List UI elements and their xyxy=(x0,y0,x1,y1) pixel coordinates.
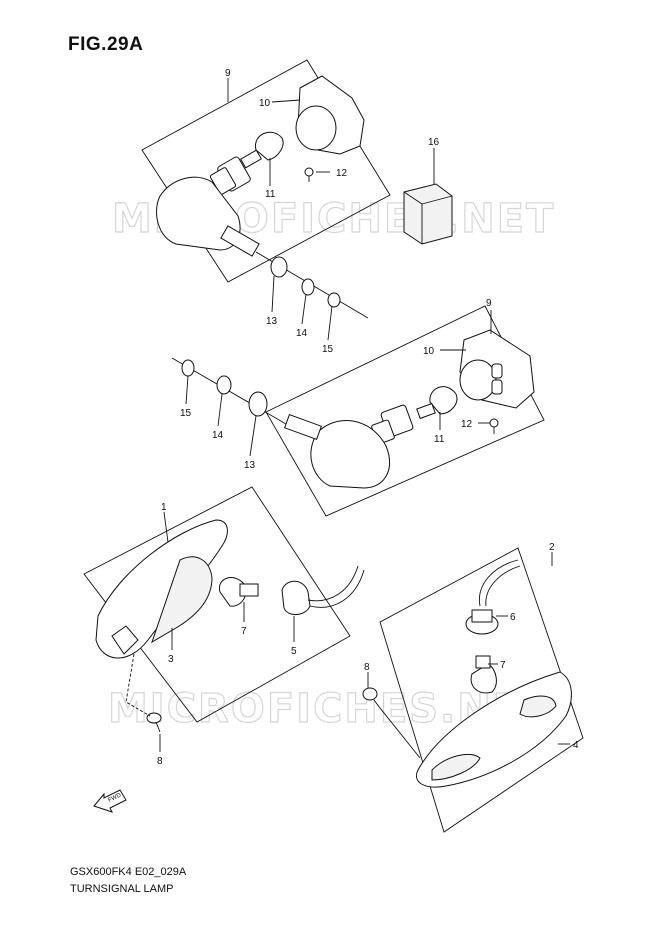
callout-12-top: 12 xyxy=(336,168,348,179)
washer-13-middle xyxy=(248,391,268,417)
lens-housing-10-top xyxy=(295,75,365,155)
callout-1: 1 xyxy=(161,502,167,513)
washer-14-middle xyxy=(216,375,232,395)
forward-arrow-icon: FWD xyxy=(93,789,127,813)
callout-8-left: 8 xyxy=(157,756,163,767)
callout-14-middle: 14 xyxy=(212,430,224,441)
socket-5 xyxy=(281,565,365,615)
nut-15-middle xyxy=(181,359,195,377)
bulb-7-right xyxy=(470,655,497,694)
lens-housing-10-middle xyxy=(459,329,535,409)
forward-arrow-label: FWD xyxy=(107,792,123,803)
callout-10-middle: 10 xyxy=(423,346,435,357)
callout-3: 3 xyxy=(168,654,174,665)
washer-13-top xyxy=(270,256,288,278)
callout-11-middle: 11 xyxy=(434,434,445,445)
callout-2: 2 xyxy=(549,542,555,553)
lamp-body-3 xyxy=(95,519,228,659)
footer-code: GSX600FK4 E02_029A xyxy=(70,866,187,878)
washer-14-top xyxy=(301,278,315,296)
callout-7-right: 7 xyxy=(500,660,506,671)
callout-11-top: 11 xyxy=(265,189,276,200)
callout-13-top: 13 xyxy=(266,316,278,327)
screw-12-middle xyxy=(489,418,499,434)
callout-12-middle: 12 xyxy=(461,419,473,430)
callout-5: 5 xyxy=(291,646,297,657)
screw-12-top xyxy=(304,167,314,182)
callout-4: 4 xyxy=(573,740,579,751)
callout-10-top: 10 xyxy=(259,98,271,109)
callout-6: 6 xyxy=(510,612,516,623)
leader-dashed-left xyxy=(125,653,151,717)
callout-9-middle: 9 xyxy=(486,298,492,309)
screw-8-right xyxy=(362,687,381,709)
callout-8-right: 8 xyxy=(364,662,370,673)
assembly-frame-9-middle xyxy=(265,305,545,517)
footer-name: TURNSIGNAL LAMP xyxy=(70,883,174,895)
bulb-11-middle xyxy=(416,386,458,420)
callout-15-middle: 15 xyxy=(180,408,192,419)
signal-body-middle xyxy=(310,420,391,489)
stem-middle xyxy=(171,357,323,441)
assembly-frame-1 xyxy=(83,486,351,723)
figure-title: FIG.29A xyxy=(68,34,144,55)
callout-16: 16 xyxy=(428,137,440,148)
screw-8-left xyxy=(146,712,162,733)
lamp-lens-4 xyxy=(416,671,572,788)
callout-13-middle: 13 xyxy=(244,460,256,471)
leader-screw-right xyxy=(379,707,421,759)
callout-15-top: 15 xyxy=(322,344,334,355)
socket-middle xyxy=(371,404,414,445)
cap-16 xyxy=(403,183,453,245)
callout-7-left: 7 xyxy=(241,626,247,637)
bulb-7-left xyxy=(218,577,259,607)
callout-14-top: 14 xyxy=(296,328,308,339)
nut-15-top xyxy=(327,292,341,308)
bulb-11-top xyxy=(240,131,284,169)
callout-9-top: 9 xyxy=(225,68,231,79)
socket-6 xyxy=(465,559,521,635)
assembly-frame-9-top xyxy=(141,59,391,283)
